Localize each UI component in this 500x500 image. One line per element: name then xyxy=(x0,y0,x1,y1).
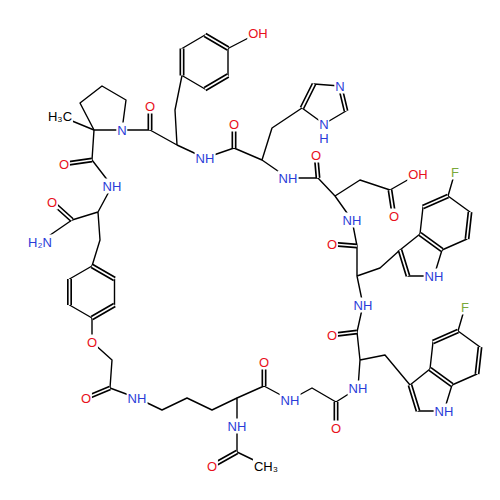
double-bonds xyxy=(52,35,480,466)
atom-label: NH xyxy=(195,151,216,166)
atom-label: NH xyxy=(227,419,248,434)
atom-label: O xyxy=(326,237,338,252)
atom-label: H₃C xyxy=(47,109,73,124)
atom-label: O xyxy=(388,209,400,224)
atom-label: OH xyxy=(247,26,269,41)
atom-label: NH xyxy=(278,171,299,186)
atom-label: CH₃ xyxy=(253,459,279,474)
atom-label: N xyxy=(318,117,329,132)
atom-label: NH xyxy=(434,404,455,419)
atom-label: O xyxy=(258,355,270,370)
atom-label: N xyxy=(116,123,127,138)
atom-label: F xyxy=(450,165,460,180)
atom-label: OH xyxy=(407,167,429,182)
atom-label: H₂N xyxy=(27,235,53,250)
atom-label: O xyxy=(310,148,322,163)
atom-label: NH xyxy=(348,381,369,396)
atom-label: O xyxy=(144,99,156,114)
atom-label: O xyxy=(46,195,58,210)
atom-label: O xyxy=(330,421,342,436)
atom-label: NH xyxy=(342,213,363,228)
atom-label: O xyxy=(326,328,338,343)
atom-label: O xyxy=(86,335,98,350)
atom-label: O xyxy=(228,117,240,132)
atom-label: O xyxy=(58,157,70,172)
atom-label: NH xyxy=(424,269,445,284)
atom-label: H xyxy=(318,131,329,146)
atom-label: F xyxy=(460,300,470,315)
atom-label: NH xyxy=(102,179,123,194)
atom-label: NH xyxy=(353,298,374,313)
single-bonds xyxy=(40,33,465,466)
atom-label: N xyxy=(334,79,345,94)
atom-label: NH xyxy=(280,393,301,408)
atom-label: O xyxy=(80,391,92,406)
double-bond-gap xyxy=(52,35,480,466)
atom-label: NH xyxy=(127,391,148,406)
atom-label: O xyxy=(206,459,218,474)
